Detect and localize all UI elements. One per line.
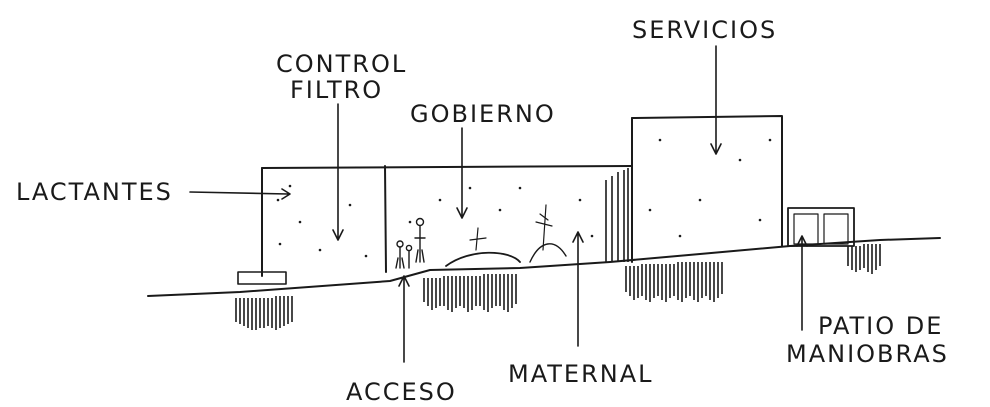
building-gobierno (408, 165, 633, 267)
label-control: CONTROL (276, 50, 407, 78)
ground-line (147, 237, 941, 297)
building-servicios (631, 115, 783, 247)
label-filtro: FILTRO (290, 76, 383, 104)
label-patio: PATIO DE (818, 312, 943, 340)
label-maniobras: MANIOBRAS (786, 340, 949, 368)
label-maternal: MATERNAL (508, 360, 654, 388)
building-lactantes (237, 165, 633, 285)
leader-lines (189, 45, 808, 363)
label-servicios: SERVICIOS (632, 16, 777, 44)
building-patio (787, 207, 855, 247)
label-acceso: ACCESO (346, 378, 457, 406)
foundation-hatching (235, 244, 881, 330)
label-gobierno: GOBIERNO (410, 100, 556, 128)
label-lactantes: LACTANTES (16, 178, 173, 206)
people-figures (395, 217, 426, 269)
